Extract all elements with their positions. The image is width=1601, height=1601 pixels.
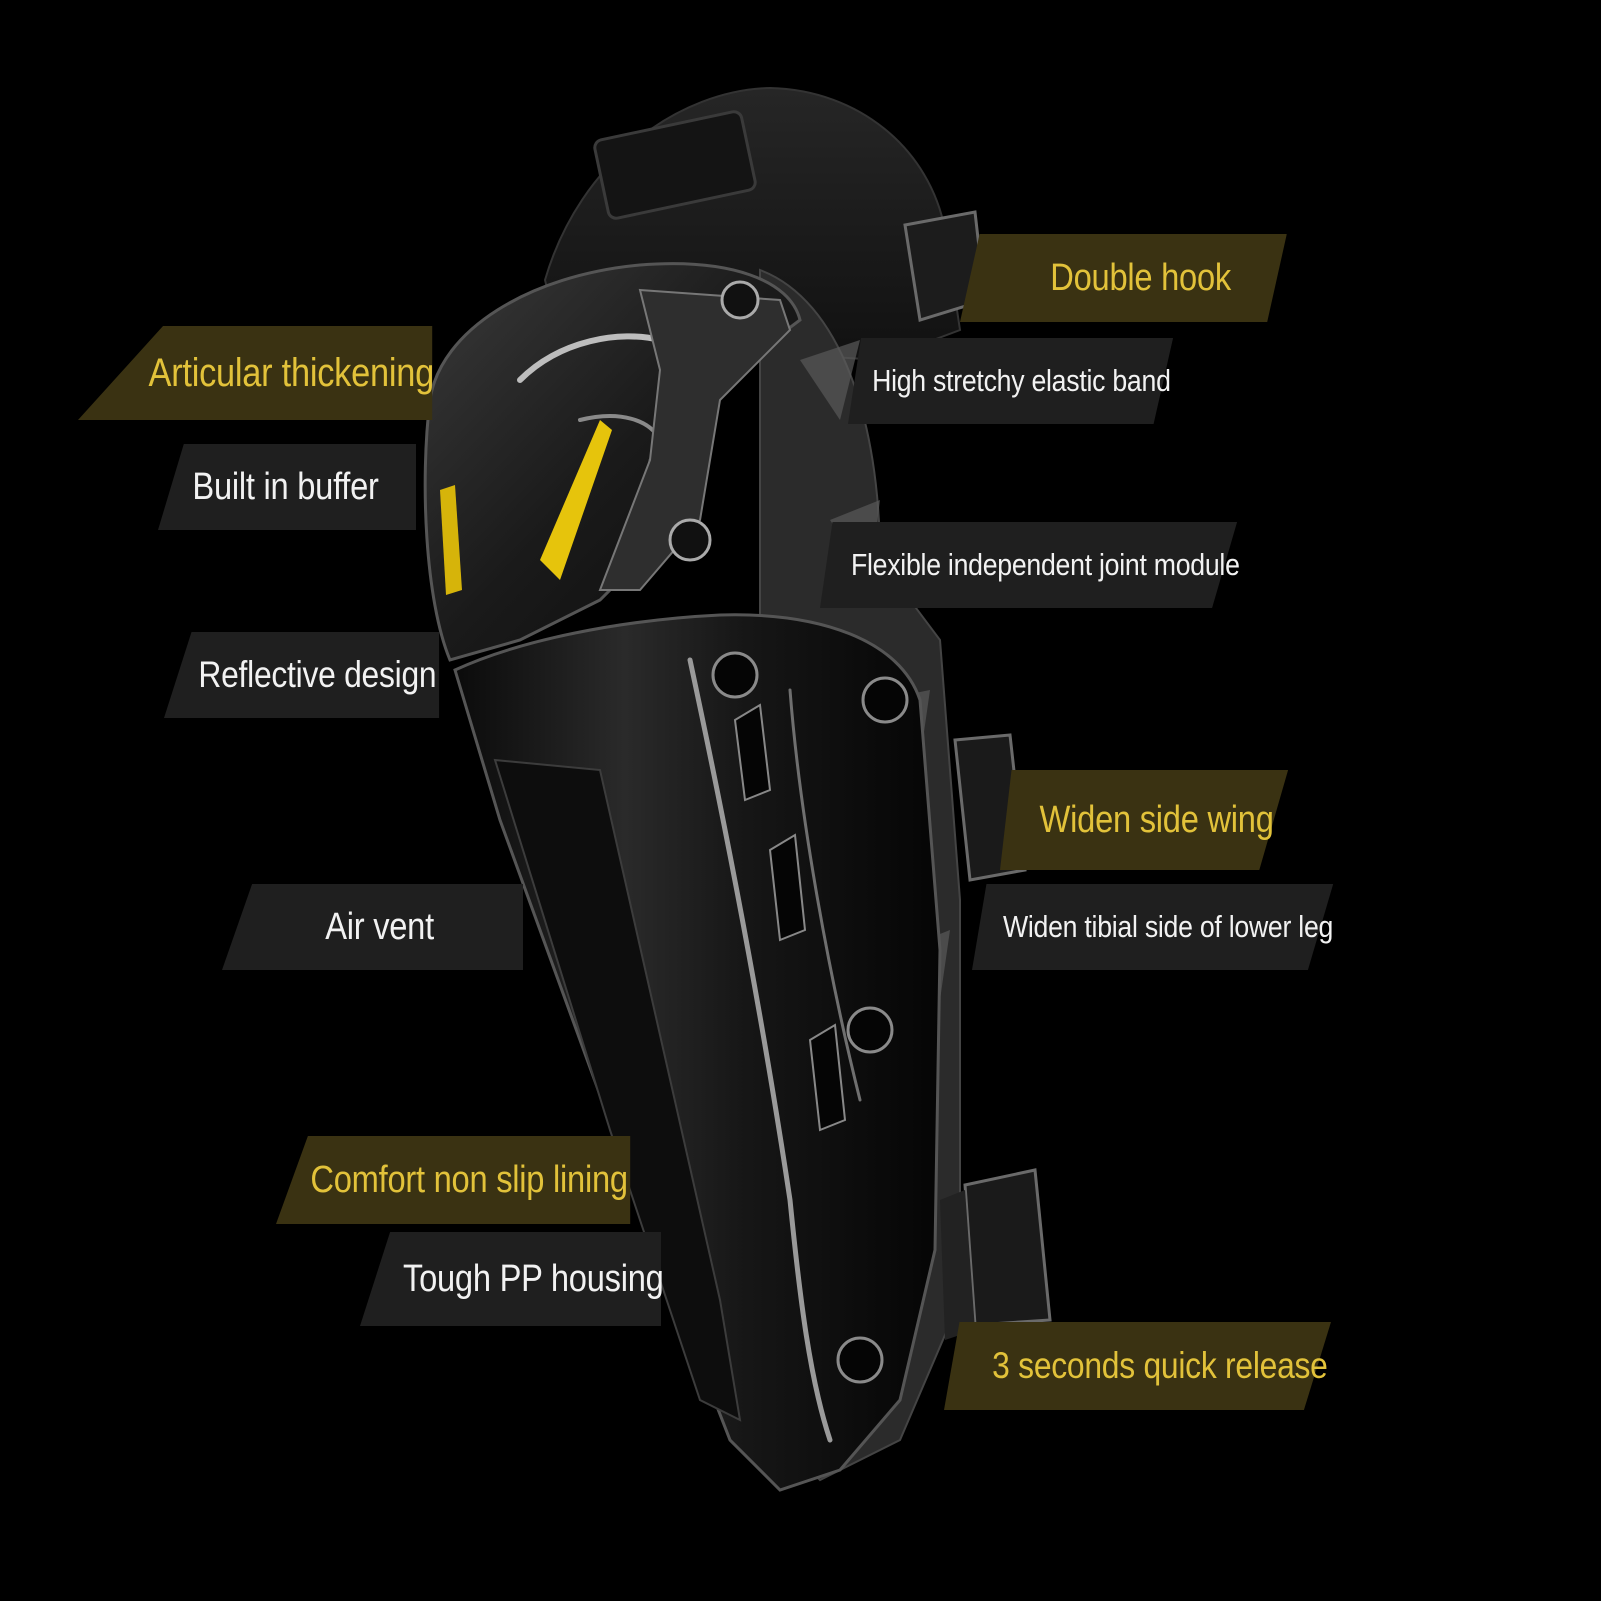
label-pp-housing: Tough PP housing	[360, 1232, 664, 1326]
label-quick-release: 3 seconds quick release	[944, 1322, 1331, 1410]
label-joint-module: Flexible independent joint module	[820, 522, 1240, 608]
air-vent-2	[768, 833, 807, 942]
air-vent-1	[733, 703, 772, 802]
label-air-vent: Air vent	[222, 884, 523, 970]
shin-hole-4	[836, 1336, 884, 1384]
label-air-vent-text: Air vent	[325, 905, 434, 948]
label-tibial-side: Widen tibial side of lower leg	[972, 884, 1333, 970]
shin-hole-3	[846, 1006, 894, 1054]
quick-release-buckle	[963, 1168, 1052, 1327]
label-double-hook-text: Double hook	[1050, 256, 1231, 299]
label-built-in-buffer-text: Built in buffer	[192, 465, 379, 508]
label-articular-thickening: Articular thickening	[78, 326, 435, 420]
label-joint-module-text: Flexible independent joint module	[850, 547, 1240, 582]
joint-rivet-top	[720, 280, 760, 320]
label-reflective-design: Reflective design	[164, 632, 440, 718]
label-side-wing-text: Widen side wing	[1039, 798, 1274, 841]
label-built-in-buffer: Built in buffer	[158, 444, 416, 530]
label-quick-release-text: 3 seconds quick release	[992, 1345, 1328, 1386]
shin-channel	[493, 758, 742, 1422]
reflector-left	[440, 485, 462, 595]
label-double-hook: Double hook	[960, 234, 1287, 322]
label-pp-housing-text: Tough PP housing	[403, 1257, 664, 1300]
air-vent-3	[808, 1023, 847, 1132]
strap-velcro-patch	[593, 110, 757, 220]
joint-plate	[598, 288, 792, 591]
label-comfort-lining-text: Comfort non slip lining	[310, 1158, 628, 1201]
label-elastic-band-text: High stretchy elastic band	[872, 363, 1171, 398]
label-reflective-design-text: Reflective design	[198, 654, 437, 695]
label-comfort-lining: Comfort non slip lining	[276, 1136, 631, 1224]
label-tibial-side-text: Widen tibial side of lower leg	[1002, 909, 1334, 944]
label-elastic-band: High stretchy elastic band	[848, 338, 1174, 424]
lower-strap	[940, 1190, 975, 1340]
shin-hole-1	[711, 651, 759, 699]
joint-rivet-bottom	[668, 518, 712, 562]
reflector-right	[540, 420, 612, 580]
shin-ridge-highlight-2	[788, 688, 862, 1102]
shin-ridge-highlight	[687, 657, 833, 1443]
cap-ridge	[517, 333, 663, 383]
label-side-wing: Widen side wing	[1000, 770, 1289, 870]
label-articular-thickening-text: Articular thickening	[148, 350, 435, 395]
shin-hole-2	[861, 676, 909, 724]
